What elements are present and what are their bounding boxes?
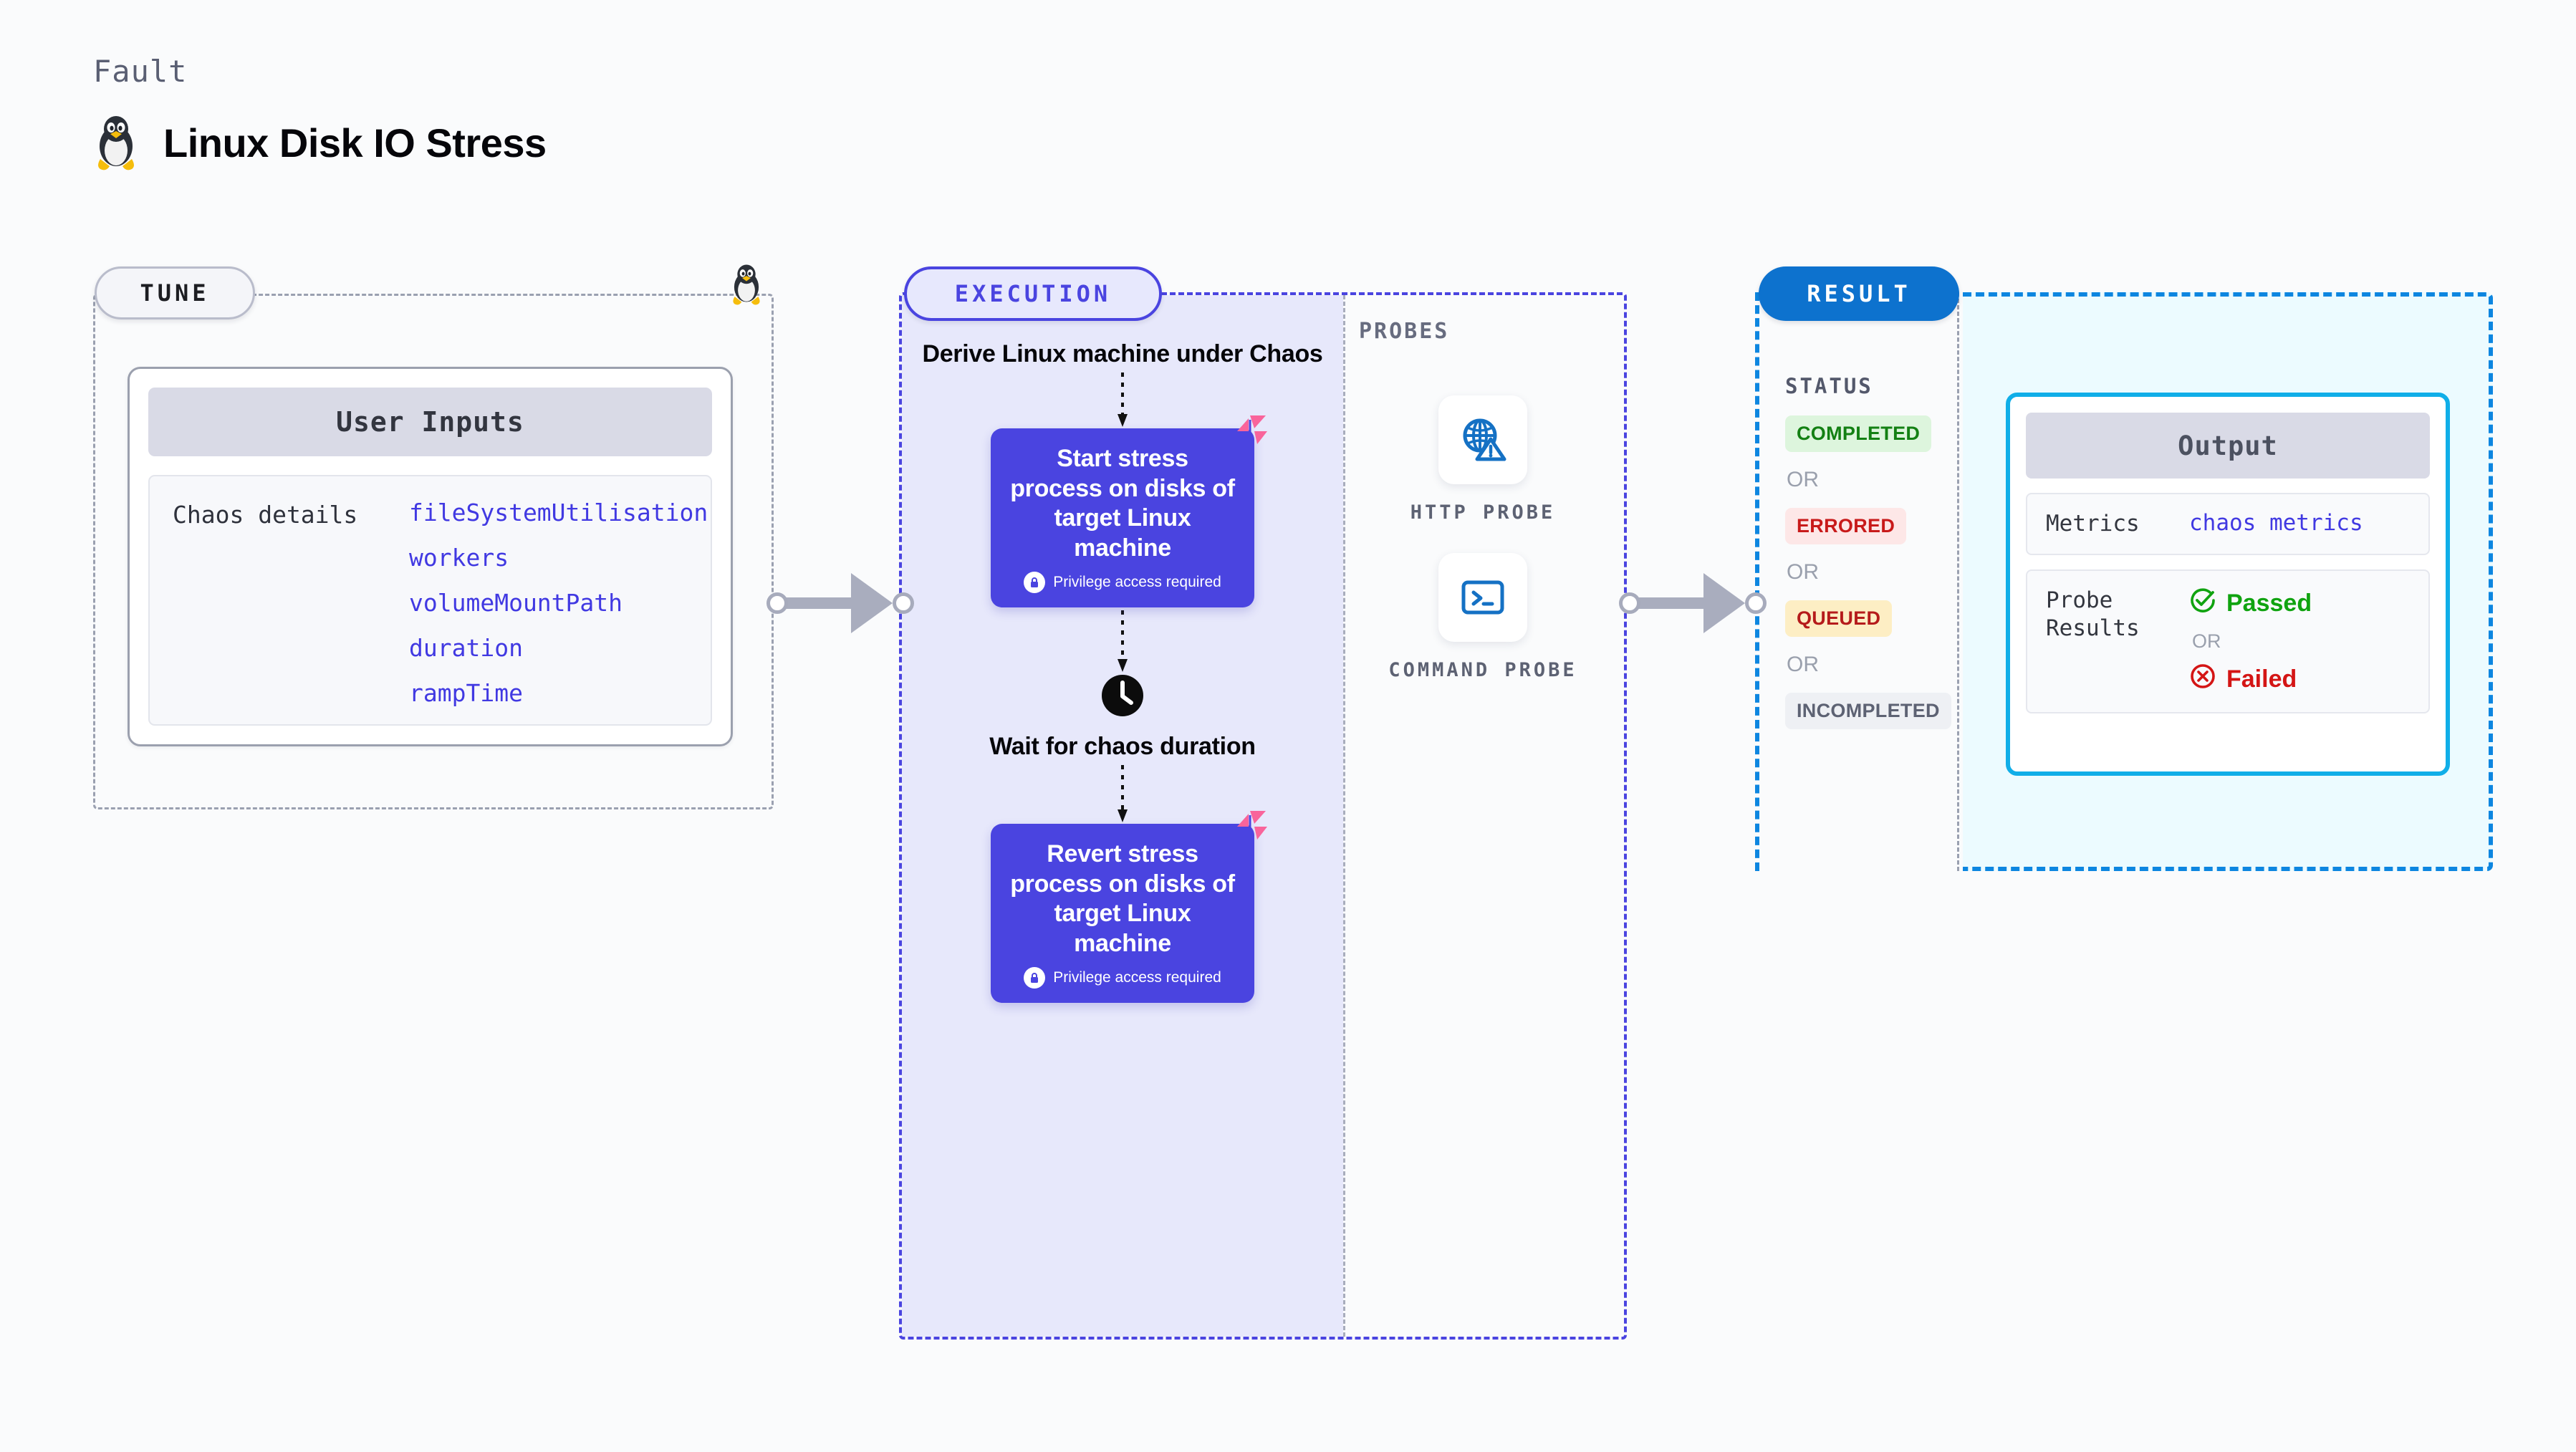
- output-metrics-row: Metrics chaos metrics: [2026, 493, 2430, 555]
- connector-arrowhead: [1703, 573, 1745, 633]
- param-rampTime[interactable]: rampTime: [409, 679, 523, 707]
- result-badge[interactable]: RESULT: [1759, 266, 1959, 321]
- output-probe-results-row: Probe Results Passed OR: [2026, 569, 2430, 713]
- probe-results-values: Passed OR Failed: [2189, 587, 2312, 696]
- param-workers[interactable]: workers: [409, 544, 509, 572]
- metrics-label: Metrics: [2046, 511, 2140, 537]
- metrics-value[interactable]: chaos metrics: [2189, 510, 2363, 536]
- fault-kicker: Fault: [93, 54, 188, 89]
- revert-stress-privilege-text: Privilege access required: [1053, 969, 1221, 986]
- probe-http-label: HTTP PROBE: [1410, 501, 1556, 524]
- probe-command-label: COMMAND PROBE: [1388, 659, 1577, 681]
- terminal-icon: [1438, 553, 1527, 642]
- revert-stress-node[interactable]: Revert stress process on disks of target…: [991, 811, 1267, 1004]
- litmus-mark-icon: [1233, 413, 1270, 453]
- check-circle-icon: [2189, 587, 2216, 620]
- litmus-mark-icon: [1233, 808, 1270, 849]
- connector-end-dot: [893, 592, 914, 614]
- probe-passed-text: Passed: [2226, 589, 2312, 617]
- output-header: Output: [2026, 413, 2430, 479]
- probes-divider: [1343, 295, 1345, 1337]
- status-badge-incompleted: INCOMPLETED: [1785, 693, 1951, 729]
- connector-start-dot: [766, 592, 788, 614]
- probes-label: PROBES: [1359, 319, 1450, 344]
- connector-end-dot: [1745, 592, 1767, 614]
- status-badge-queued: QUEUED: [1785, 600, 1893, 637]
- param-volumeMountPath[interactable]: volumeMountPath: [409, 589, 623, 617]
- connector-start-dot: [1619, 592, 1640, 614]
- status-list: COMPLETED OR ERRORED OR QUEUED OR INCOMP…: [1785, 415, 1964, 729]
- chaos-details-label: Chaos details: [173, 501, 358, 529]
- start-stress-privilege: Privilege access required: [1008, 572, 1237, 594]
- revert-stress-title: Revert stress process on disks of target…: [1010, 840, 1235, 957]
- flow-arrow-3: [902, 762, 1343, 824]
- fault-header: Linux Disk IO Stress: [93, 115, 547, 170]
- probe-failed-text: Failed: [2226, 665, 2297, 693]
- wait-duration-text: Wait for chaos duration: [989, 733, 1256, 761]
- lock-icon: [1024, 967, 1046, 989]
- linux-tux-icon: [93, 115, 139, 170]
- status-badge-errored: ERRORED: [1785, 508, 1907, 544]
- connector-shaft: [785, 597, 858, 609]
- param-fileSystemUtilisation[interactable]: fileSystemUtilisation: [409, 499, 708, 527]
- probe-command[interactable]: COMMAND PROBE: [1375, 553, 1590, 683]
- globe-warning-icon: [1438, 395, 1527, 484]
- connector-tune-to-execution: [766, 573, 914, 633]
- revert-stress-privilege: Privilege access required: [1008, 967, 1237, 989]
- status-or-3: OR: [1787, 653, 1819, 676]
- lock-icon: [1024, 572, 1046, 594]
- x-circle-icon: [2189, 663, 2216, 696]
- start-stress-title: Start stress process on disks of target …: [1010, 445, 1235, 562]
- clock-icon: [902, 673, 1343, 718]
- tune-badge[interactable]: TUNE: [95, 266, 255, 319]
- probe-http[interactable]: HTTP PROBE: [1375, 395, 1590, 526]
- connector-execution-to-result: [1619, 573, 1767, 633]
- tune-panel: [93, 294, 774, 809]
- status-badge-completed: COMPLETED: [1785, 415, 1932, 452]
- flow-arrow-2: [902, 607, 1343, 673]
- probe-results-label: Probe Results: [2046, 587, 2140, 641]
- chaos-details-values: fileSystemUtilisation workers volumeMoun…: [409, 501, 708, 724]
- probe-result-or: OR: [2192, 630, 2221, 652]
- user-inputs-header: User Inputs: [148, 388, 712, 456]
- probe-result-failed: Failed: [2189, 663, 2312, 696]
- linux-tux-icon: [729, 264, 764, 309]
- status-or-2: OR: [1787, 560, 1819, 584]
- page-title: Linux Disk IO Stress: [163, 120, 547, 165]
- chaos-details-body: Chaos details fileSystemUtilisation work…: [148, 475, 712, 726]
- connector-shaft: [1638, 597, 1711, 609]
- output-card: Output Metrics chaos metrics Probe Resul…: [2006, 393, 2450, 776]
- connector-arrowhead: [851, 573, 893, 633]
- result-status-panel: [1755, 292, 1959, 871]
- derive-machine-text: Derive Linux machine under Chaos: [922, 340, 1323, 367]
- execution-panel: [899, 292, 1627, 1340]
- probe-result-passed: Passed: [2189, 587, 2312, 620]
- start-stress-privilege-text: Privilege access required: [1053, 574, 1221, 591]
- param-duration[interactable]: duration: [409, 634, 523, 662]
- user-inputs-card: User Inputs Chaos details fileSystemUtil…: [128, 367, 733, 746]
- execution-flow: Derive Linux machine under Chaos Start s…: [902, 295, 1343, 1004]
- flow-arrow-1: [902, 370, 1343, 428]
- status-or-1: OR: [1787, 468, 1819, 491]
- status-title: STATUS: [1785, 374, 1873, 398]
- execution-badge[interactable]: EXECUTION: [904, 266, 1162, 321]
- start-stress-node[interactable]: Start stress process on disks of target …: [991, 415, 1267, 608]
